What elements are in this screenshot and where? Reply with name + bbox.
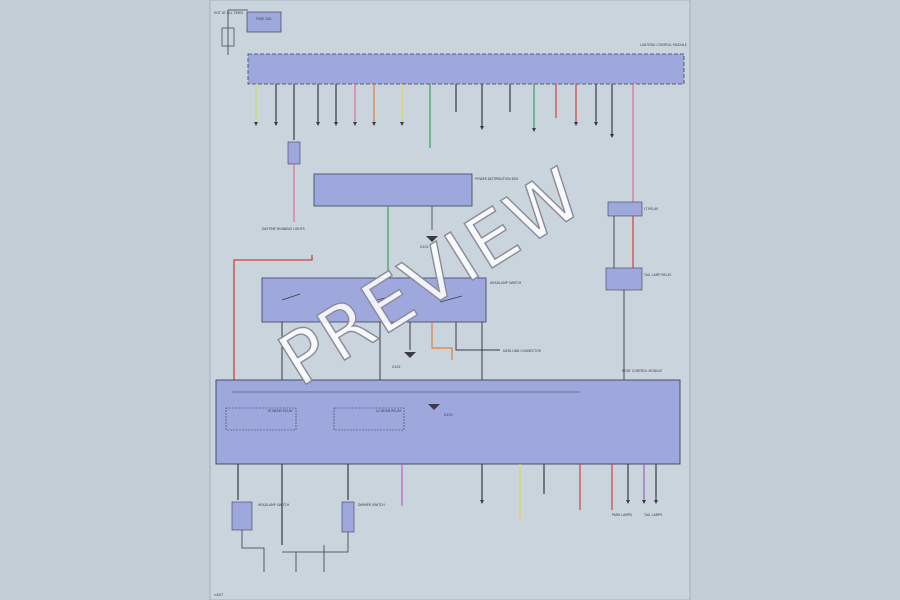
hot-label: HOT AT ALL TIMES bbox=[214, 11, 243, 15]
switch-drops bbox=[281, 322, 500, 380]
tail-lamps-label: TAIL LAMPS bbox=[643, 513, 662, 517]
fuse-module bbox=[246, 11, 282, 33]
small-switch bbox=[287, 141, 301, 165]
bottom-mid-switch: DIMMER SWITCH bbox=[282, 501, 385, 572]
mid-module-label: POWER DISTRIBUTION BOX bbox=[475, 177, 519, 181]
top-module: LIGHTING CONTROL MODULE bbox=[247, 43, 687, 85]
right-relay-b-label: TAIL LAMP RELAY bbox=[643, 273, 671, 277]
bottom-left-switch: HEADLAMP SWITCH bbox=[231, 501, 290, 572]
top-drop-arrows bbox=[254, 122, 614, 138]
bottom-arrows bbox=[480, 500, 658, 504]
bottom-mid-switch-label: DIMMER SWITCH bbox=[358, 503, 385, 507]
mid-module: POWER DISTRIBUTION BOX G101 bbox=[313, 173, 519, 282]
right-relay-a: LT RELAY bbox=[607, 201, 658, 268]
lo-beam-label: LO BEAM RELAY bbox=[376, 409, 401, 413]
top-drops bbox=[255, 84, 634, 205]
hi-beam-label: HI BEAM RELAY bbox=[268, 409, 293, 413]
ground-c-label: G103 bbox=[444, 413, 453, 417]
fuse-block: FUSE 20A HOT AT ALL TIMES bbox=[214, 9, 282, 55]
red-feed-wire bbox=[233, 255, 313, 380]
ground-a-label: G101 bbox=[420, 245, 429, 249]
fuse-label: FUSE 20A bbox=[256, 17, 272, 21]
lamp-switch-module: HEADLAMP SWITCH bbox=[261, 277, 522, 323]
bottom-drops bbox=[237, 464, 657, 545]
figure-id: n4/07 bbox=[214, 593, 223, 597]
lamp-switch-label: HEADLAMP SWITCH bbox=[490, 281, 522, 285]
right-relay-a-label: LT RELAY bbox=[644, 207, 658, 211]
right-relay-b: TAIL LAMP RELAY bbox=[605, 267, 671, 380]
relay-module: BODY CONTROL MODULE HI BEAM RELAY LO BEA… bbox=[215, 369, 681, 465]
ground-b-label: G102 bbox=[392, 365, 401, 369]
park-lamps-label: PARK LAMPS bbox=[612, 513, 632, 517]
top-module-label: LIGHTING CONTROL MODULE bbox=[640, 43, 687, 47]
bottom-left-switch-label: HEADLAMP SWITCH bbox=[258, 503, 290, 507]
mid-note: DAYTIME RUNNING LIGHTS bbox=[262, 227, 305, 231]
relay-module-label: BODY CONTROL MODULE bbox=[622, 369, 662, 373]
data-link-label: DATA LINK CONNECTOR bbox=[503, 349, 542, 353]
ground-b-symbol bbox=[404, 352, 416, 358]
